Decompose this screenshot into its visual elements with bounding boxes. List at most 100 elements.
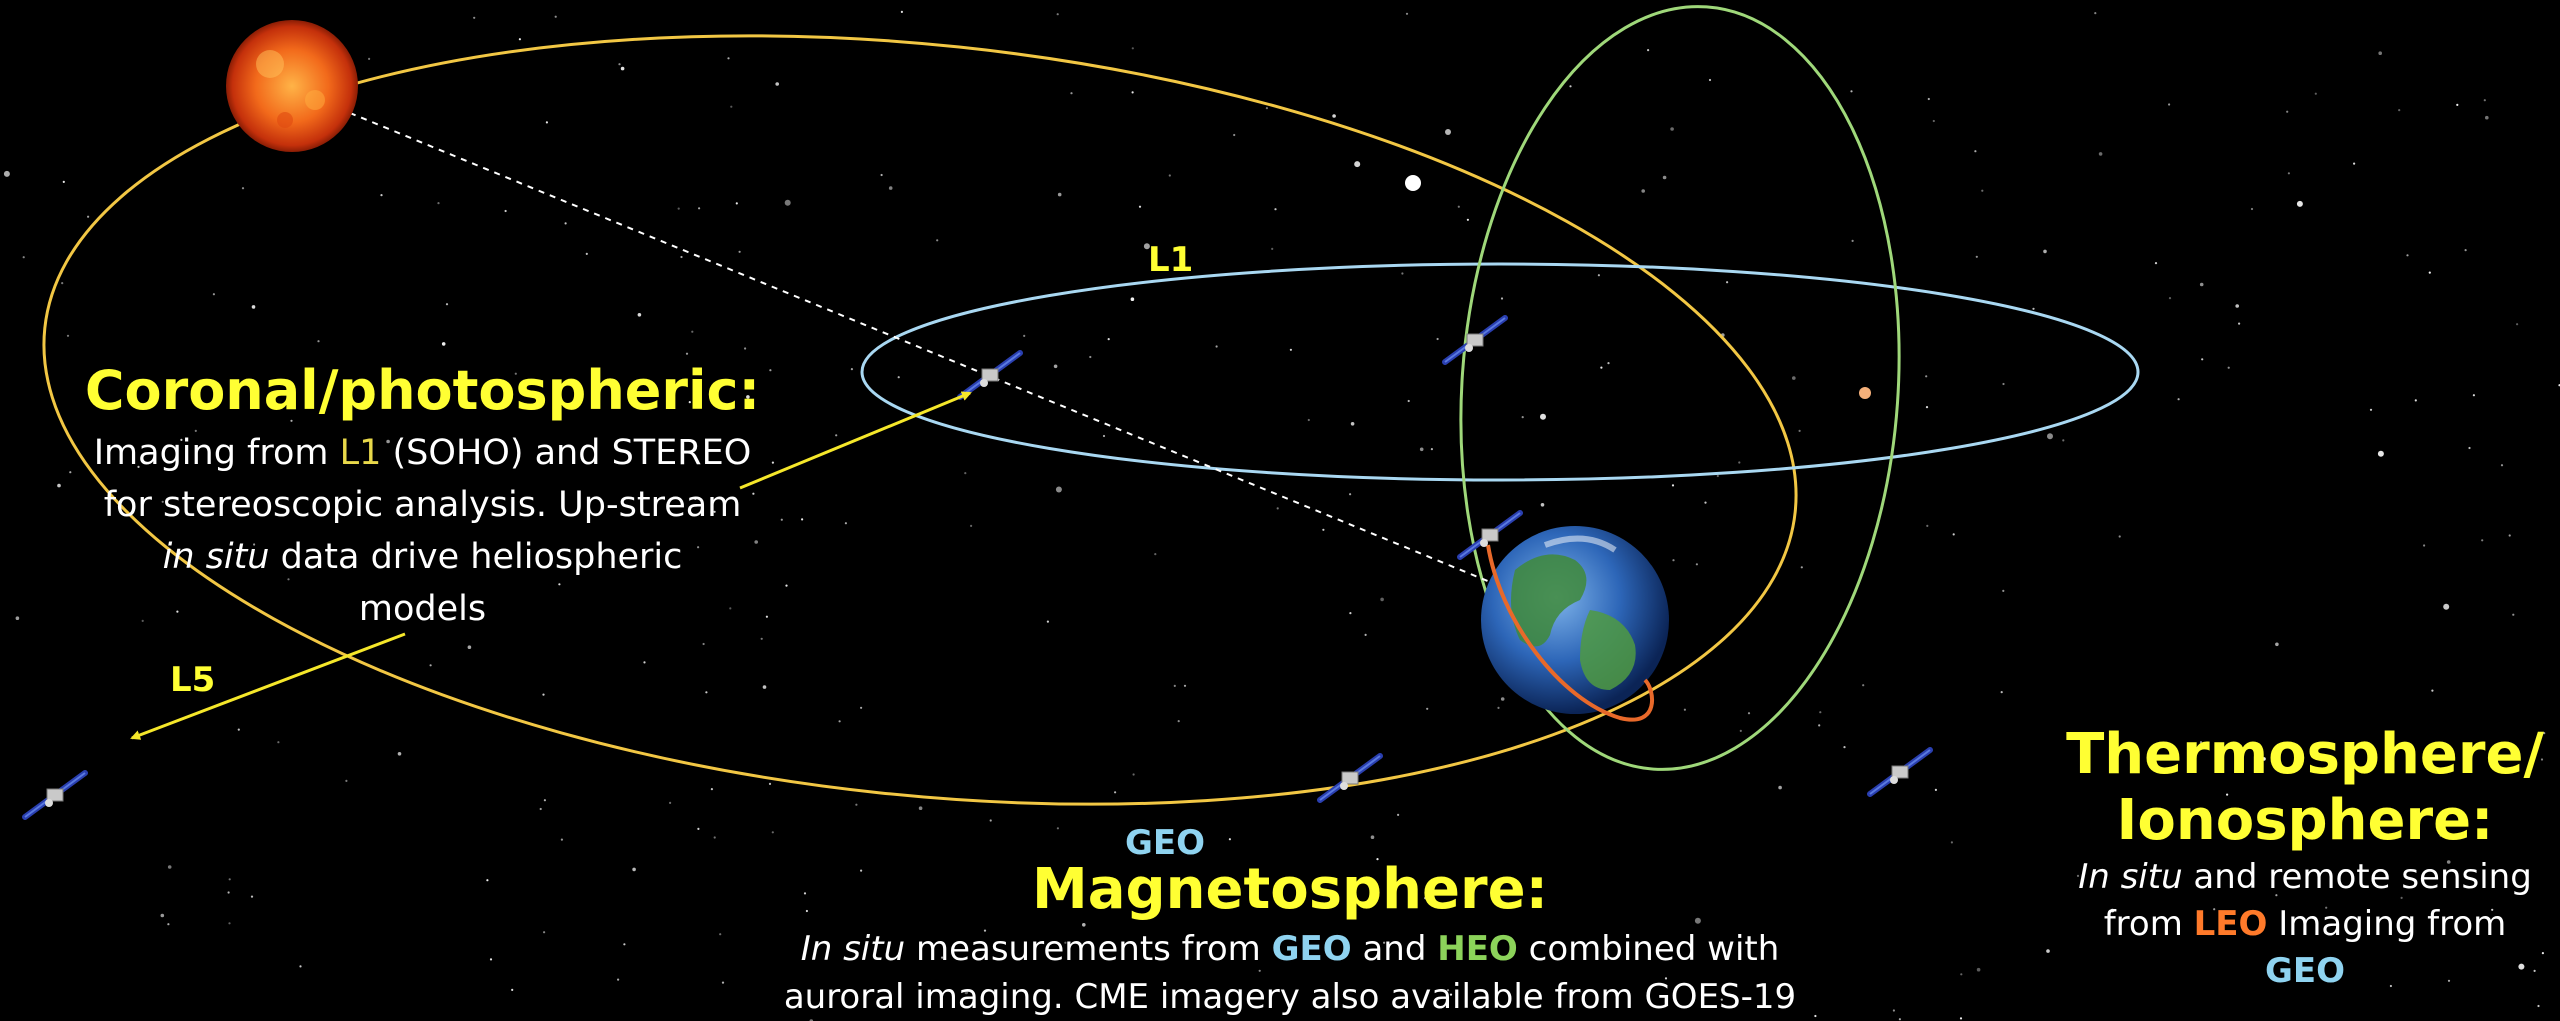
star [2464,249,2467,252]
star [1925,406,1929,409]
star [2398,109,2401,112]
star [698,207,701,210]
star [368,57,371,61]
star [2227,366,2230,369]
star [746,395,750,399]
star [1430,448,1433,451]
star [2369,408,2373,411]
star [1932,119,1935,123]
star [299,965,302,968]
star [1716,474,1719,478]
star [1364,633,1367,637]
star [380,194,383,197]
star [1023,334,1026,337]
star [1446,989,1450,992]
star [1672,559,1675,562]
star [2472,394,2475,397]
thermosphere-line-1: In situ and remote sensing [2078,857,2532,897]
star [1350,422,1355,426]
star [888,186,893,190]
star [2325,906,2328,909]
star [87,215,90,218]
star [1064,941,1067,944]
satellite-icon [1445,318,1505,362]
thermosphere-line-2: from LEO Imaging from [2103,904,2507,944]
star [2032,307,2035,310]
star [542,693,545,696]
star [15,616,20,620]
star [2468,446,2471,450]
star [66,334,70,337]
star [713,510,716,513]
star [467,645,472,649]
star [1349,612,1352,615]
star [680,255,683,259]
star [1056,827,1059,830]
star [518,38,522,41]
earth-icon [1481,526,1669,714]
sun-icon [226,20,358,152]
star [1289,348,1292,351]
star [1952,533,1955,536]
star [835,434,838,437]
star [1436,337,1439,341]
star [785,584,788,587]
star [1405,12,1409,15]
star [1600,366,1603,369]
star [137,465,140,468]
star [2118,535,2121,538]
star [1233,133,1236,137]
star [1647,49,1650,52]
star [1114,791,1117,794]
coronal-line-1: Imaging from L1 (SOHO) and STEREO [93,433,752,473]
star [1419,447,1424,452]
star [511,988,514,992]
star [983,929,987,932]
star [2177,398,2180,401]
star [1457,205,1460,208]
star [180,438,183,441]
star [2296,200,2303,207]
star [805,909,809,913]
magnetosphere-heading: Magnetosphere: [1032,857,1548,922]
thermosphere-text-block: Thermosphere/ Ionosphere: In situ and re… [2040,722,2560,995]
star [727,57,730,60]
star [1981,189,1984,192]
star [850,368,854,371]
star [1747,712,1751,715]
star [253,543,256,546]
star [1597,274,1600,277]
star [2483,99,2486,102]
star [167,923,170,926]
star [545,121,549,124]
star [2002,382,2005,386]
star [1792,376,1796,380]
star [317,340,320,343]
star [2076,874,2080,878]
star [1819,711,1822,714]
star [2250,207,2254,211]
star [2154,262,2158,265]
star [1862,684,1865,687]
star [1177,720,1180,723]
star [730,105,733,108]
star [1798,429,1801,432]
star [2500,464,2504,467]
star [1521,416,1524,419]
star [738,250,741,253]
star [1154,553,1157,556]
satellite-icon [1320,756,1380,800]
star [2201,358,2204,361]
star [2002,589,2005,593]
star [69,471,72,474]
star [860,706,863,709]
star [2491,908,2494,911]
star [1053,364,1058,369]
star [287,578,290,581]
star [486,879,489,882]
star [941,956,944,959]
star [2533,969,2536,973]
star [1814,1014,1817,1018]
star [1695,563,1698,566]
star [713,836,716,839]
